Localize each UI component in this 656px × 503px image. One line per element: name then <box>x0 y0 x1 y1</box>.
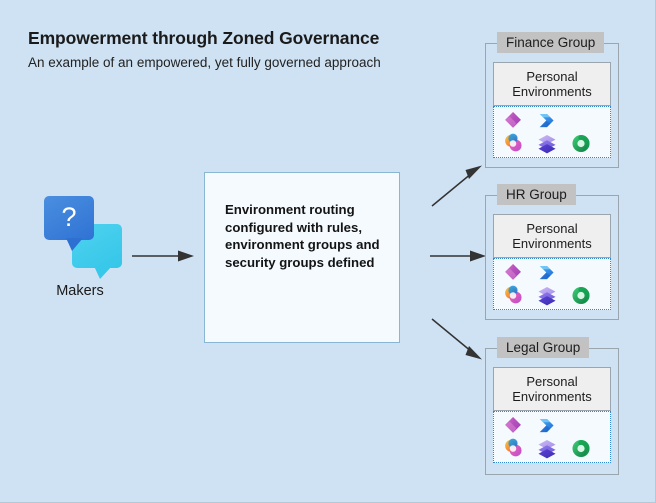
app-icon-row-top <box>494 110 610 131</box>
environment-zone <box>493 106 611 158</box>
power-bi-icon <box>538 134 556 154</box>
power-apps-icon <box>505 416 521 433</box>
arrow-center-to-legal-group <box>431 318 482 360</box>
power-bi-icon <box>538 286 556 306</box>
power-automate-icon <box>539 418 554 433</box>
personal-environments-label: Personal Environments <box>512 374 591 405</box>
power-pages-icon <box>572 439 590 458</box>
personal-environments-line1: Personal <box>526 68 578 84</box>
personal-environments-box: Personal Environments <box>493 214 611 258</box>
power-pages-icon <box>572 134 590 153</box>
microsoft-copilot-icon <box>505 285 522 304</box>
group-panel-finance: Finance Group Personal Environments <box>485 32 619 168</box>
header: Empowerment through Zoned Governance An … <box>28 28 468 72</box>
speech-bubble-front-tail <box>66 238 83 251</box>
environment-zone <box>493 258 611 310</box>
power-automate-icon <box>539 265 554 280</box>
page-subtitle: An example of an empowered, yet fully go… <box>28 54 381 70</box>
app-icon-row-top <box>494 415 610 436</box>
group-title-legal: Legal Group <box>497 337 590 358</box>
center-process-text: Environment routing configured with rule… <box>225 202 380 270</box>
speech-bubble-back-tail <box>94 266 112 279</box>
group-panel-legal: Legal Group Personal Environments <box>485 337 619 475</box>
personal-environments-line1: Personal <box>526 373 578 389</box>
center-process-box: Environment routing configured with rule… <box>204 172 400 343</box>
app-icon-row-bottom <box>494 438 610 459</box>
personal-environments-box: Personal Environments <box>493 367 611 411</box>
app-icon-row-top <box>494 262 610 283</box>
makers-node: ? Makers <box>28 196 132 299</box>
group-title-finance: Finance Group <box>497 32 605 53</box>
arrow-makers-to-center <box>132 250 194 262</box>
personal-environments-line2: Environments <box>512 236 592 251</box>
speech-bubble-front <box>44 196 94 240</box>
personal-environments-line2: Environments <box>512 84 592 99</box>
power-pages-icon <box>572 286 590 305</box>
app-icon-row-bottom <box>494 133 610 154</box>
group-title-hr: HR Group <box>497 184 576 205</box>
personal-environments-box: Personal Environments <box>493 62 611 106</box>
power-automate-icon <box>539 113 554 128</box>
power-apps-icon <box>505 111 521 128</box>
speech-bubbles-question-icon: ? <box>38 196 122 279</box>
app-icon-row-bottom <box>494 285 610 306</box>
personal-environments-line2: Environments <box>512 389 592 404</box>
microsoft-copilot-icon <box>505 438 522 457</box>
arrow-center-to-hr-group <box>430 250 486 262</box>
page-title: Empowerment through Zoned Governance <box>28 28 380 48</box>
personal-environments-label: Personal Environments <box>512 69 591 100</box>
microsoft-copilot-icon <box>505 133 522 152</box>
power-apps-icon <box>505 263 521 280</box>
personal-environments-label: Personal Environments <box>512 221 591 252</box>
arrow-center-to-finance-group <box>431 165 482 207</box>
personal-environments-line1: Personal <box>526 220 578 236</box>
makers-label: Makers <box>56 283 104 299</box>
power-bi-icon <box>538 439 556 459</box>
group-panel-hr: HR Group Personal Environments <box>485 184 619 320</box>
environment-zone <box>493 411 611 463</box>
question-mark-glyph: ? <box>61 201 77 232</box>
